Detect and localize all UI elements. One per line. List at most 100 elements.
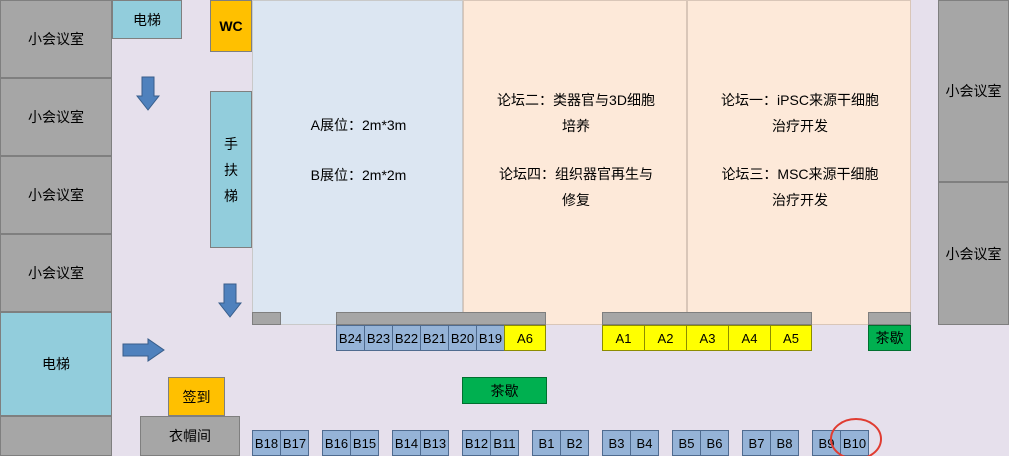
elevator-label: 电梯	[42, 356, 70, 372]
booth-b24[interactable]: B24	[336, 325, 365, 351]
booth-b13[interactable]: B13	[420, 430, 449, 456]
booth-b17[interactable]: B17	[280, 430, 309, 456]
booth-b21[interactable]: B21	[420, 325, 449, 351]
booth-label: B23	[366, 330, 391, 346]
tea-break-label: 茶歇	[875, 330, 904, 346]
forum-hall-right: 论坛一：iPSC来源干细胞 治疗开发 论坛三：MSC来源干细胞 治疗开发	[687, 0, 911, 325]
booth-label: B2	[566, 435, 583, 451]
booth-b4[interactable]: B4	[630, 430, 659, 456]
booth-label: B3	[608, 435, 625, 451]
escalator: 手 扶 梯	[210, 91, 252, 248]
booth-b2[interactable]: B2	[560, 430, 589, 456]
forum-center-info: 论坛二：类器官与3D细胞 培养 论坛四：组织器官再生与 修复	[464, 87, 688, 213]
meeting-room-label: 小会议室	[28, 187, 84, 203]
forum-two-title-cont: 培养	[562, 118, 590, 134]
forum-one-title-cont: 治疗开发	[772, 118, 828, 134]
forum-four-title-cont: 修复	[562, 192, 590, 208]
cloakroom: 衣帽间	[140, 416, 240, 456]
booth-label: A2	[657, 330, 674, 346]
booth-label: B18	[254, 435, 279, 451]
meeting-room-left-3: 小会议室	[0, 156, 112, 234]
meeting-room-right-1: 小会议室	[938, 0, 1009, 182]
booth-b7[interactable]: B7	[742, 430, 771, 456]
sign-in-desk: 签到	[168, 377, 225, 416]
booth-label: B20	[450, 330, 475, 346]
meeting-room-right-2: 小会议室	[938, 182, 1009, 325]
booth-b8[interactable]: B8	[770, 430, 799, 456]
booth-label: B13	[422, 435, 447, 451]
forum-hall-center: 论坛二：类器官与3D细胞 培养 论坛四：组织器官再生与 修复	[463, 0, 687, 325]
booth-b12[interactable]: B12	[462, 430, 491, 456]
forum-one-title: 论坛一：iPSC来源干细胞	[721, 92, 879, 108]
booth-b-size: B展位：2m*2m	[310, 167, 407, 183]
forum-three-title-cont: 治疗开发	[772, 192, 828, 208]
booth-a4[interactable]: A4	[728, 325, 771, 351]
booth-label: B16	[324, 435, 349, 451]
booth-label: B10	[842, 435, 867, 451]
meeting-room-left-4: 小会议室	[0, 234, 112, 312]
booth-label: B8	[776, 435, 793, 451]
partition-rail	[868, 312, 911, 325]
booth-b3[interactable]: B3	[602, 430, 631, 456]
booth-b5[interactable]: B5	[672, 430, 701, 456]
booth-b18[interactable]: B18	[252, 430, 281, 456]
booth-b20[interactable]: B20	[448, 325, 477, 351]
booth-label: B14	[394, 435, 419, 451]
booth-b14[interactable]: B14	[392, 430, 421, 456]
meeting-room-label: 小会议室	[28, 31, 84, 47]
booth-label: A3	[699, 330, 716, 346]
booth-label: A6	[517, 330, 533, 346]
booth-b11[interactable]: B11	[490, 430, 519, 456]
booth-a3[interactable]: A3	[686, 325, 729, 351]
booth-a-size: A展位：2m*3m	[310, 117, 407, 133]
booth-b16[interactable]: B16	[322, 430, 351, 456]
forum-two-title: 论坛二：类器官与3D细胞	[497, 92, 655, 108]
exhibition-hall: A展位：2m*3m B展位：2m*2m	[252, 0, 463, 325]
meeting-room-label: 小会议室	[945, 83, 1002, 99]
booth-label: A1	[615, 330, 632, 346]
meeting-room-label: 小会议室	[945, 245, 1002, 262]
booth-label: A4	[741, 330, 758, 346]
booth-label: B17	[282, 435, 307, 451]
elevator-top: 电梯	[112, 0, 182, 39]
booth-label: B4	[636, 435, 653, 451]
forum-three-title: 论坛三：MSC来源干细胞	[721, 166, 879, 182]
booth-label: B11	[493, 435, 516, 451]
escalator-char: 手	[224, 135, 238, 152]
highlight-circle-icon	[830, 418, 882, 456]
meeting-room-label: 小会议室	[28, 109, 84, 125]
booth-b19[interactable]: B19	[476, 325, 505, 351]
booth-b15[interactable]: B15	[350, 430, 379, 456]
booth-b23[interactable]: B23	[364, 325, 393, 351]
forum-four-title: 论坛四：组织器官再生与	[499, 166, 653, 182]
tea-break-label: 茶歇	[490, 382, 519, 399]
booth-b22[interactable]: B22	[392, 325, 421, 351]
wc-room: WC	[210, 0, 252, 52]
booth-a6[interactable]: A6	[504, 325, 546, 351]
booth-label: A5	[783, 330, 799, 346]
booth-label: B24	[338, 330, 363, 346]
booth-b1[interactable]: B1	[532, 430, 561, 456]
escalator-char: 梯	[224, 187, 238, 204]
tea-break-right: 茶歇	[868, 325, 911, 351]
wc-label: WC	[219, 18, 243, 34]
booth-b6[interactable]: B6	[700, 430, 729, 456]
left-bottom-block	[0, 416, 112, 456]
booth-label: B7	[748, 435, 765, 451]
booth-label: B19	[478, 330, 503, 346]
booth-a2[interactable]: A2	[644, 325, 687, 351]
arrow-down-icon	[218, 283, 242, 318]
elevator-left: 电梯	[0, 312, 112, 416]
exhibition-info: A展位：2m*3m B展位：2m*2m	[253, 112, 464, 188]
booth-label: B5	[678, 435, 695, 451]
booth-label: B12	[464, 435, 489, 451]
booth-a1[interactable]: A1	[602, 325, 645, 351]
meeting-room-label: 小会议室	[28, 265, 84, 281]
cloakroom-label: 衣帽间	[169, 428, 211, 444]
booth-a5[interactable]: A5	[770, 325, 812, 351]
partition-rail	[602, 312, 812, 325]
partition-rail	[252, 312, 281, 325]
meeting-room-left-2: 小会议室	[0, 78, 112, 156]
booth-label: B21	[422, 330, 447, 346]
